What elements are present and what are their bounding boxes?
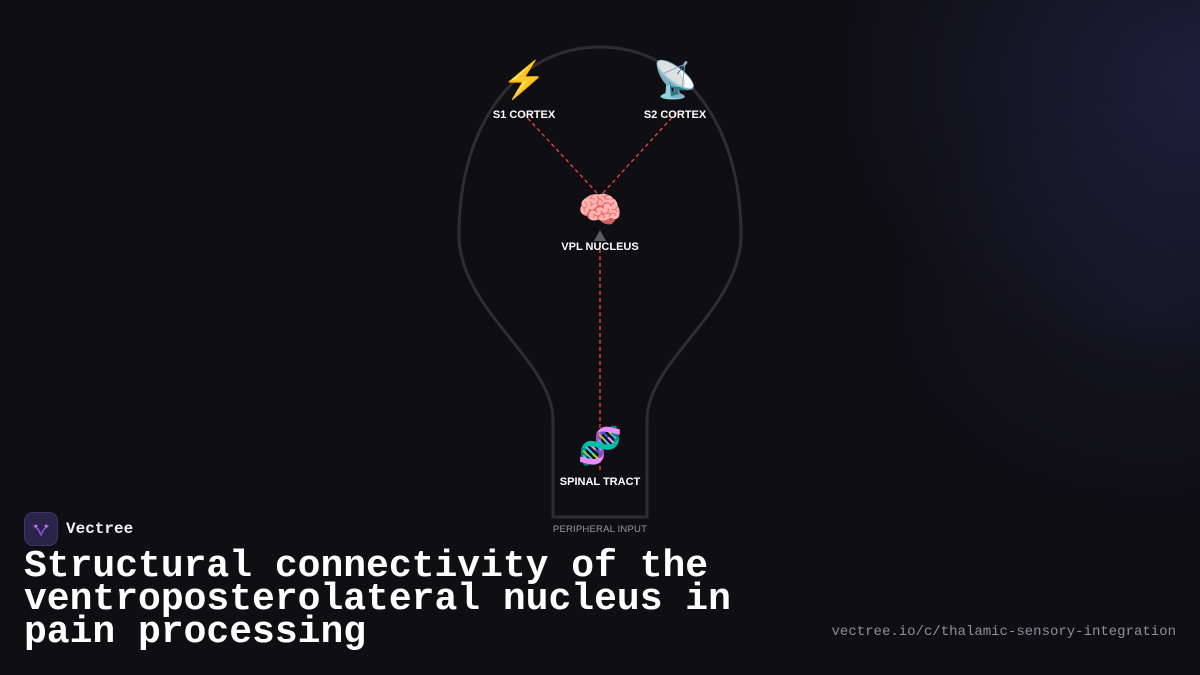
edge-vpl-s1	[521, 111, 598, 194]
dna-icon: 🧬	[578, 424, 623, 467]
node-s2: 📡 S2 CORTEX	[644, 57, 707, 121]
brand-name: Vectree	[66, 520, 134, 538]
satellite-dish-icon: 📡	[653, 57, 698, 100]
page-title: Structural connectivity of the ventropos…	[24, 545, 731, 654]
edge-vpl-s2	[602, 111, 678, 194]
node-label-vpl: VPL NUCLEUS	[561, 241, 638, 253]
node-label-spinal: SPINAL TRACT	[560, 476, 641, 488]
node-label-s1: S1 CORTEX	[493, 109, 556, 121]
source-url[interactable]: vectree.io/c/thalamic-sensory-integratio…	[831, 624, 1176, 640]
node-vpl: 🧠 VPL NUCLEUS	[561, 189, 638, 253]
peripheral-input-label: PERIPHERAL INPUT	[553, 524, 647, 535]
brand[interactable]: Vectree	[24, 512, 133, 546]
node-label-s2: S2 CORTEX	[644, 109, 707, 121]
brain-icon: 🧠	[578, 189, 623, 230]
bulb-outline	[457, 45, 743, 519]
arrowhead-to-vpl	[594, 230, 606, 241]
lightning-icon: ⚡	[502, 59, 547, 101]
vectree-logo-icon	[24, 512, 58, 546]
node-spinal: 🧬 SPINAL TRACT	[560, 424, 641, 488]
node-s1: ⚡ S1 CORTEX	[493, 59, 556, 121]
